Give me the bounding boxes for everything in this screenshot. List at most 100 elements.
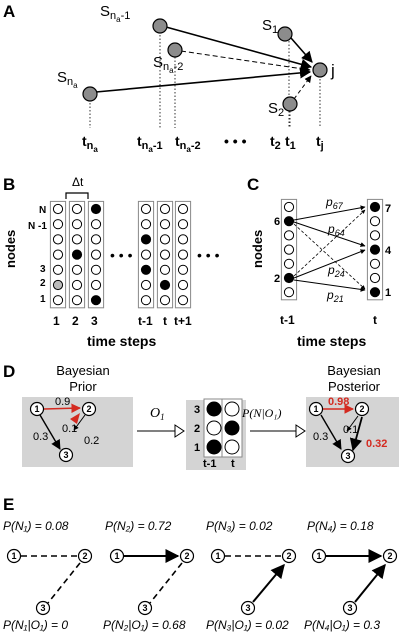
e1-node-1: 1 [11,551,16,561]
grid-node [206,420,222,436]
grid-node [283,216,295,227]
label-s-na-minus1: Sna-1 [100,3,130,24]
time-t-2: t2 [270,133,281,152]
grid-node [224,401,240,417]
prior-node-labels: 1 2 3 [34,404,91,460]
grid-node [369,230,381,241]
grid-node [52,264,64,275]
node-s-na [82,86,98,102]
a-edges [95,26,313,100]
time-t-na: tna [82,133,98,154]
e-posterior-n1: P(N₁|O₁) = 0 [3,618,68,632]
grid-node [71,249,83,260]
e4-node-3: 3 [347,603,352,613]
b-x-tick-3: 3 [91,314,98,328]
b-row-label-2: 2 [40,278,46,289]
obs-arrow-head [174,424,185,438]
e-prior-n1: P(N₁) = 0.08 [3,519,69,533]
e-network-2: 1 2 3 [109,548,195,616]
grid-node [159,234,171,245]
b-row-label-n: N [39,205,46,216]
grid-node [90,295,102,306]
d-grid-col-t: t [231,458,235,470]
b-x-tick-t-plus1: t+1 [174,314,192,328]
b-col-2 [68,200,86,309]
b-grid [49,200,192,309]
panel-e-letter: E [3,495,14,514]
node-s-na-minus1 [152,18,168,34]
panel-c: C nodes p67 p64 p24 p21 6 2 7 4 1 t-1 t [247,175,392,349]
grid-node [159,264,171,275]
c-edges [293,205,366,292]
grid-node [90,234,102,245]
conditional-label: P(N|O₁) [241,406,281,420]
grid-node [140,203,152,215]
grid-node [71,264,83,275]
c-label-2: 2 [274,273,280,285]
e-prior-n4: P(N₄) = 0.18 [307,519,374,533]
e2-node-2: 2 [184,551,189,561]
prior-title-line2: Prior [69,379,97,394]
e-prior-n2: P(N₂) = 0.72 [105,519,172,533]
grid-node [369,272,381,284]
prior-node-2: 2 [86,404,91,414]
b-row-labels: N N -1 3 2 1 [28,205,47,305]
b-dots-right: • • • [197,247,220,263]
b-x-tick-t: t [163,314,167,328]
label-s-na: Sna [57,69,78,90]
e1-node-2: 2 [82,551,87,561]
c-grid [280,198,384,301]
d-grid-row-2: 2 [194,423,200,435]
label-j: j [330,61,335,80]
b-row-label-1: 1 [40,294,46,305]
posterior-title-line2: Posterior [328,379,381,394]
grid-node [177,219,189,230]
label-s-na-minus2: Sna-2 [153,54,183,75]
grid-node [140,264,152,275]
grid-node [159,249,171,260]
b-x-tick-1: 1 [53,314,60,328]
grid-node [52,234,64,245]
c-x-tick-t-minus1: t-1 [280,313,295,327]
grid-node [369,287,381,298]
grid-node [140,249,152,260]
grid-node [52,219,64,230]
c-col-t-minus1 [280,198,298,301]
grid-node [283,272,295,284]
e3-node-2: 2 [286,551,291,561]
posterior-e12: 0.98 [328,396,349,408]
grid-node [283,230,295,241]
grid-node [177,249,189,260]
posterior-e23: 0.32 [366,438,387,450]
e2-node-3: 3 [142,603,147,613]
panel-b: B Δt nodes N N -1 3 2 1 • • • • • • 1 2 … [3,175,220,349]
b-x-ticks: 1 2 3 t-1 t t+1 [53,314,192,328]
prior-node-3: 3 [63,450,68,460]
grid-node [159,295,171,306]
grid-node [71,203,83,215]
d-grid-row-labels: 3 2 1 [194,404,200,454]
grid-node [369,258,381,269]
grid-node [90,249,102,260]
c-y-label: nodes [250,230,265,268]
time-t-na-minus1: tna-1 [137,133,163,154]
label-s-2: S2 [268,100,284,119]
grid-node [71,219,83,230]
grid-node [90,203,102,215]
grid-node [177,234,189,245]
b-row-label-3: 3 [40,264,46,275]
b-dots-mid: • • • [110,247,133,263]
grid-node [159,203,171,215]
grid-node [140,219,152,230]
e-posterior-n4: P(N₄|O₁) = 0.3 [304,618,380,632]
c-node-labels: 6 2 7 4 1 [274,203,392,299]
grid-node [90,219,102,230]
grid-node [369,244,381,255]
c-x-tick-t: t [373,313,377,327]
e-posterior-labels: P(N₁|O₁) = 0 P(N₂|O₁) = 0.68 P(N₃|O₁) = … [3,618,380,632]
c-x-label: time steps [297,333,366,349]
grid-node [283,287,295,298]
prior-edge-values: 0.9 0.1 0.3 0.2 [33,396,99,447]
e-network-3: 1 2 3 [210,548,297,616]
